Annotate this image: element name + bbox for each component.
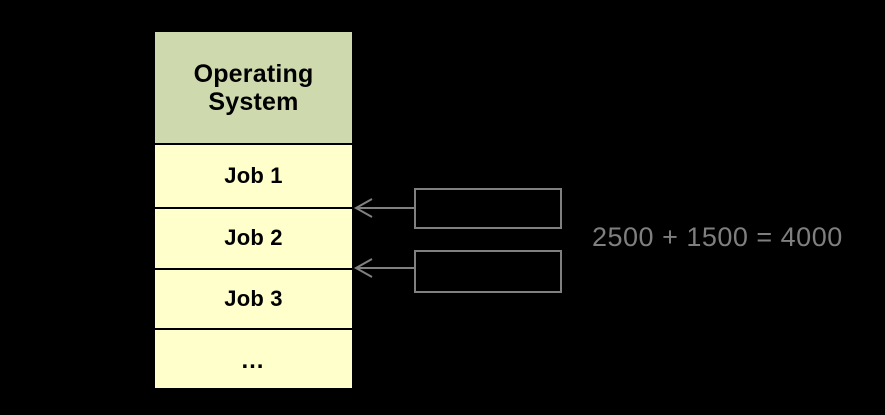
request-box-2 bbox=[414, 250, 562, 293]
request-box-1 bbox=[414, 188, 562, 229]
memory-cell-operating-system: Operating System bbox=[155, 32, 352, 145]
memory-sum-equation: 2500 + 1500 = 4000 bbox=[592, 222, 843, 252]
memory-cell-job-2: Job 2 bbox=[155, 209, 352, 270]
arrow-to-job1-icon bbox=[353, 198, 414, 218]
memory-layout-stack: Operating System Job 1 Job 2 Job 3 … bbox=[155, 32, 352, 388]
arrow-to-job2-icon bbox=[353, 258, 414, 278]
memory-cell-job-1: Job 1 bbox=[155, 145, 352, 209]
memory-cell-ellipsis: … bbox=[155, 330, 352, 388]
memory-cell-job-3: Job 3 bbox=[155, 270, 352, 330]
